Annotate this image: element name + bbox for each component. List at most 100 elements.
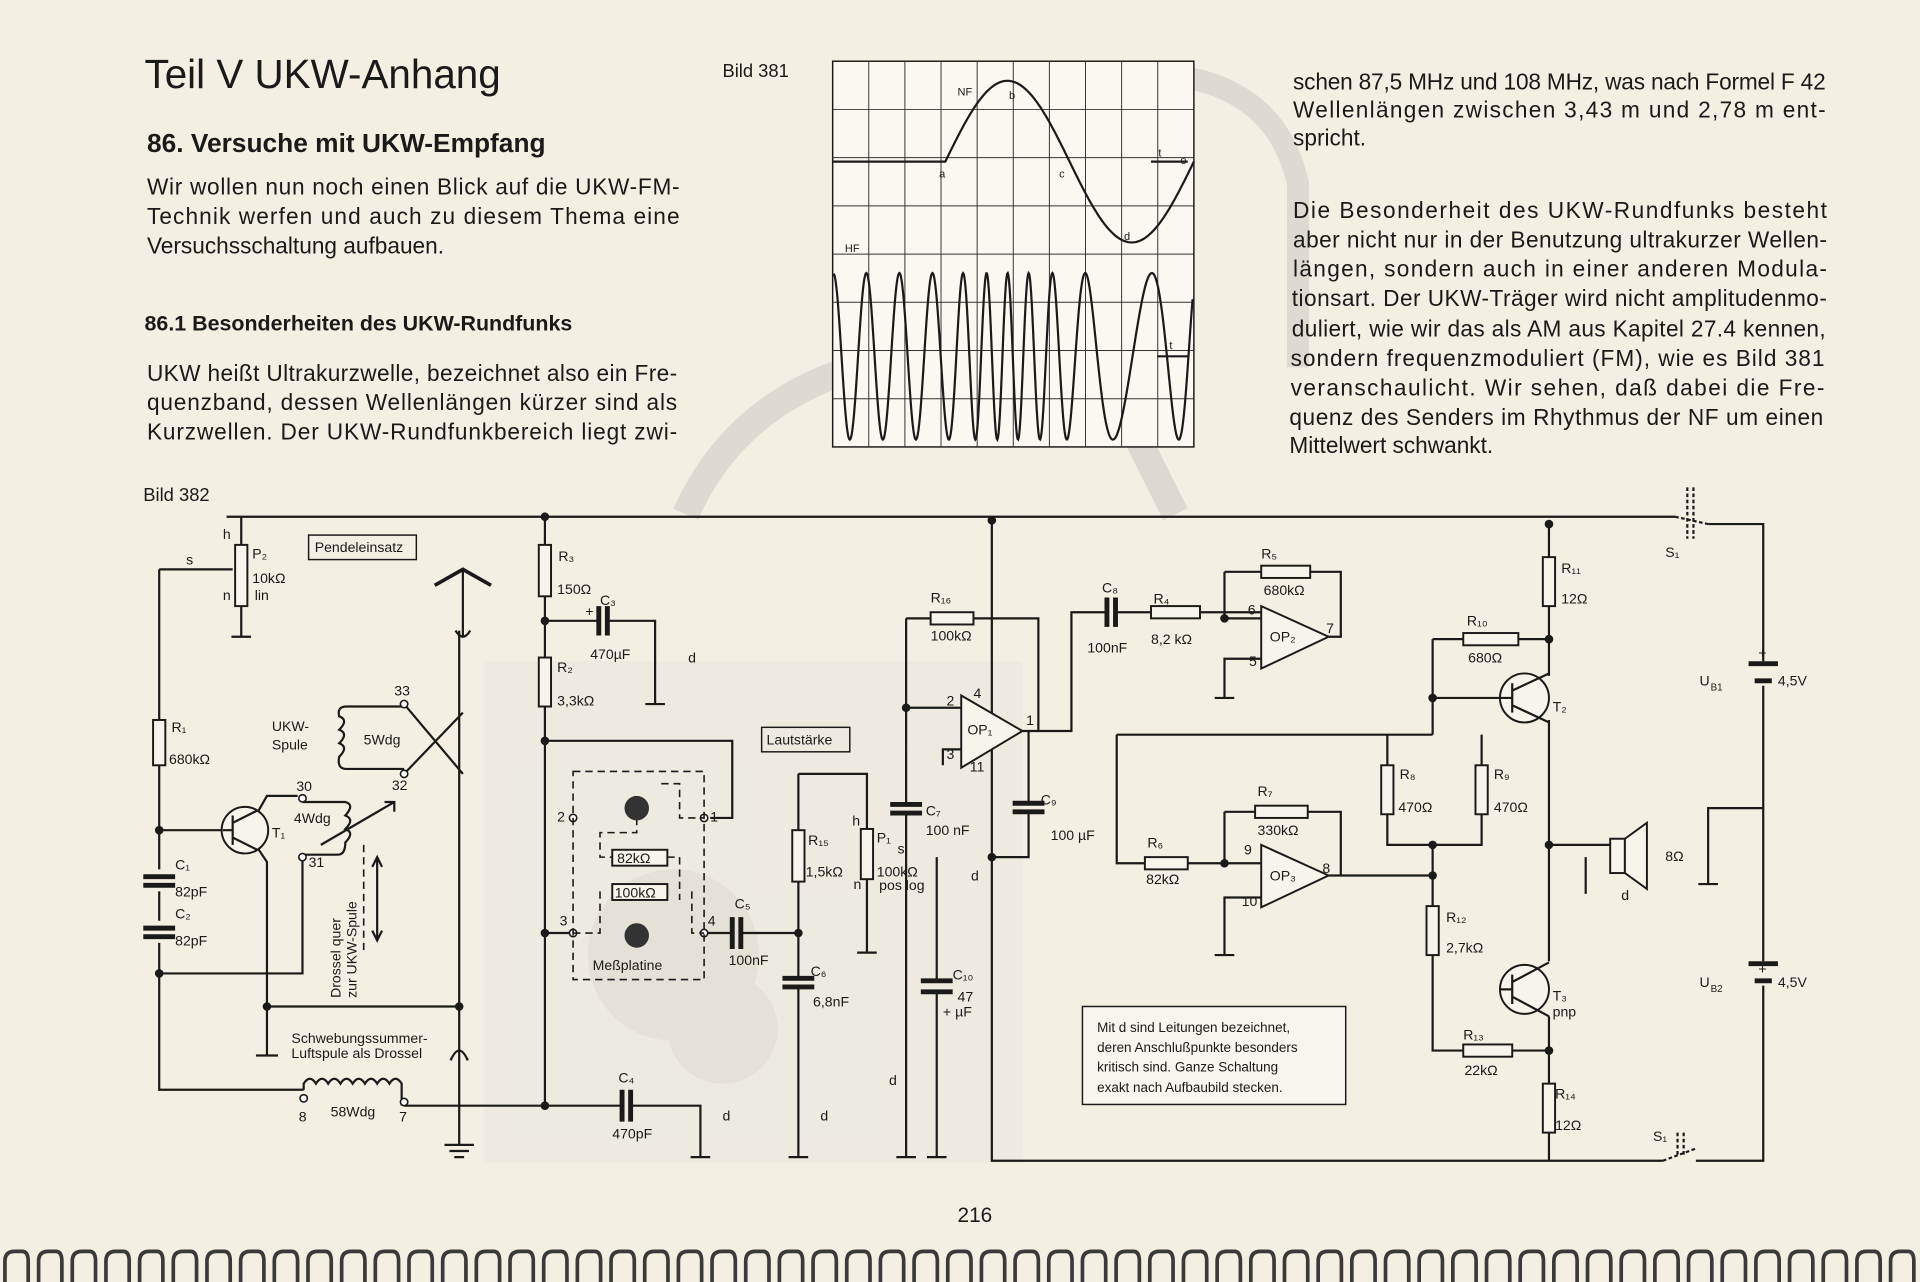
binding-ring — [1754, 1249, 1781, 1282]
label: 100nF — [1087, 640, 1127, 656]
label: S₁ — [1653, 1128, 1667, 1144]
resistor-r1 — [152, 718, 167, 767]
label: 8 — [299, 1109, 307, 1125]
binding-ring — [1417, 1249, 1445, 1282]
label: R₁₄ — [1555, 1085, 1576, 1101]
note-line: exakt nach Aufbaubild stecken. — [1097, 1080, 1282, 1095]
label: R₉ — [1494, 766, 1510, 782]
resistor-r16 — [929, 611, 975, 626]
intro-paragraph: Wir wollen nun noch einen Blick auf die … — [147, 174, 680, 259]
capacitor-c10 — [920, 978, 953, 995]
label: 9 — [1244, 842, 1252, 858]
label: 4,5V — [1778, 673, 1808, 689]
resistor-r15 — [791, 829, 806, 883]
label: 100kΩ — [615, 885, 656, 901]
chapter-title: Teil V UKW-Anhang — [145, 51, 501, 97]
label: 100nF — [729, 952, 769, 968]
label-t-hf: t — [1169, 340, 1172, 352]
label: OP₃ — [1270, 867, 1296, 883]
resistor-82k — [611, 848, 669, 867]
binding-ring — [1349, 1249, 1377, 1282]
label: 10 — [1242, 893, 1258, 909]
label: B2 — [1711, 984, 1723, 995]
lautstaerke-box — [760, 726, 851, 753]
label: C₂ — [175, 905, 191, 921]
label: B1 — [1711, 683, 1723, 694]
label: S₁ — [1665, 544, 1679, 560]
binding-ring — [575, 1249, 603, 1282]
label: R₂ — [557, 659, 573, 675]
label: 470µF — [590, 646, 631, 662]
binding-ring — [373, 1249, 401, 1282]
label: Luftspule als Drossel — [291, 1045, 422, 1061]
opamp-op3 — [1260, 843, 1331, 909]
label: OP₂ — [1270, 629, 1296, 645]
label: 12Ω — [1555, 1117, 1581, 1133]
label: R₅ — [1261, 545, 1277, 561]
capacitor-c2 — [143, 925, 176, 940]
binding-ring — [171, 1249, 199, 1282]
coil-4wdg — [302, 800, 352, 856]
binding-ring — [3, 1249, 31, 1282]
label: 680kΩ — [169, 751, 210, 767]
label: 100kΩ — [877, 864, 918, 880]
capacitor-c5 — [729, 917, 744, 949]
note-text: Mit d sind Leitungen bezeichnet, deren A… — [1097, 1020, 1298, 1095]
label: h — [852, 812, 860, 828]
label: 1 — [710, 809, 718, 825]
figure-381-caption: Bild 381 — [722, 60, 788, 81]
label: zur UKW-Spule — [343, 901, 359, 998]
label: U — [1700, 974, 1710, 990]
binding-ring — [339, 1249, 367, 1282]
label-hf: HF — [845, 243, 860, 255]
label: 6,8nF — [813, 993, 849, 1009]
nf-signal-curve — [832, 79, 1195, 244]
junction-dots — [154, 512, 1554, 1110]
label: 680kΩ — [1264, 582, 1305, 598]
resistors — [152, 543, 1557, 1134]
label: R₁₀ — [1467, 613, 1488, 629]
binding-ring — [137, 1249, 165, 1282]
text-line: spricht. — [1293, 125, 1366, 151]
binding-ring — [1821, 1249, 1849, 1282]
binding-ring — [474, 1249, 502, 1282]
label: 3 — [947, 746, 955, 762]
label: n — [223, 587, 231, 603]
binding-ring — [1787, 1249, 1815, 1282]
binding-ring — [1552, 1249, 1579, 1282]
circuit-schematic: Pendeleinsatz Lautstärke Mit d sind Leit… — [143, 487, 1808, 1162]
label: 470Ω — [1398, 799, 1432, 815]
text-line: quenzband, dessen Wellenlängen kürzer si… — [147, 389, 677, 415]
label: + — [1758, 645, 1766, 661]
label: U — [1700, 673, 1710, 689]
ukw-paragraph: UKW heißt Ultrakurzwelle, bezeichnet als… — [147, 360, 677, 445]
label-e: e — [1180, 155, 1186, 167]
label: R₁₂ — [1446, 909, 1466, 925]
label: 7 — [399, 1109, 407, 1125]
label: + — [585, 603, 593, 619]
opamp-op1 — [960, 693, 1025, 770]
text-line: Kurzwellen. Der UKW-Rundfunkbereich lieg… — [147, 419, 677, 445]
label: s — [186, 551, 193, 567]
label: R₈ — [1400, 766, 1416, 782]
label: + — [1758, 960, 1766, 976]
text-line: Wir wollen nun noch einen Blick auf die … — [147, 174, 680, 200]
binding-ring — [1282, 1249, 1310, 1282]
binding-ring — [1248, 1249, 1276, 1282]
resistor-r14 — [1541, 1082, 1557, 1134]
coil-ukw-spule — [337, 705, 405, 771]
switch-s1[interactable] — [1662, 487, 1709, 1162]
label: 22kΩ — [1464, 1062, 1497, 1078]
label: C₁ — [175, 856, 190, 872]
ground-symbols — [231, 635, 1718, 1159]
text-line: quenz des Senders im Rhythmus der NF um … — [1289, 404, 1823, 430]
page-number: 216 — [958, 1204, 993, 1227]
capacitor-c4 — [619, 1089, 634, 1122]
label: T₃ — [1553, 987, 1567, 1003]
battery-ub2 — [1748, 961, 1778, 984]
label: R₄ — [1153, 591, 1169, 607]
label: R₇ — [1258, 783, 1273, 799]
binding-ring — [541, 1249, 569, 1282]
label: UKW- — [272, 718, 310, 734]
label: 32 — [392, 777, 408, 793]
